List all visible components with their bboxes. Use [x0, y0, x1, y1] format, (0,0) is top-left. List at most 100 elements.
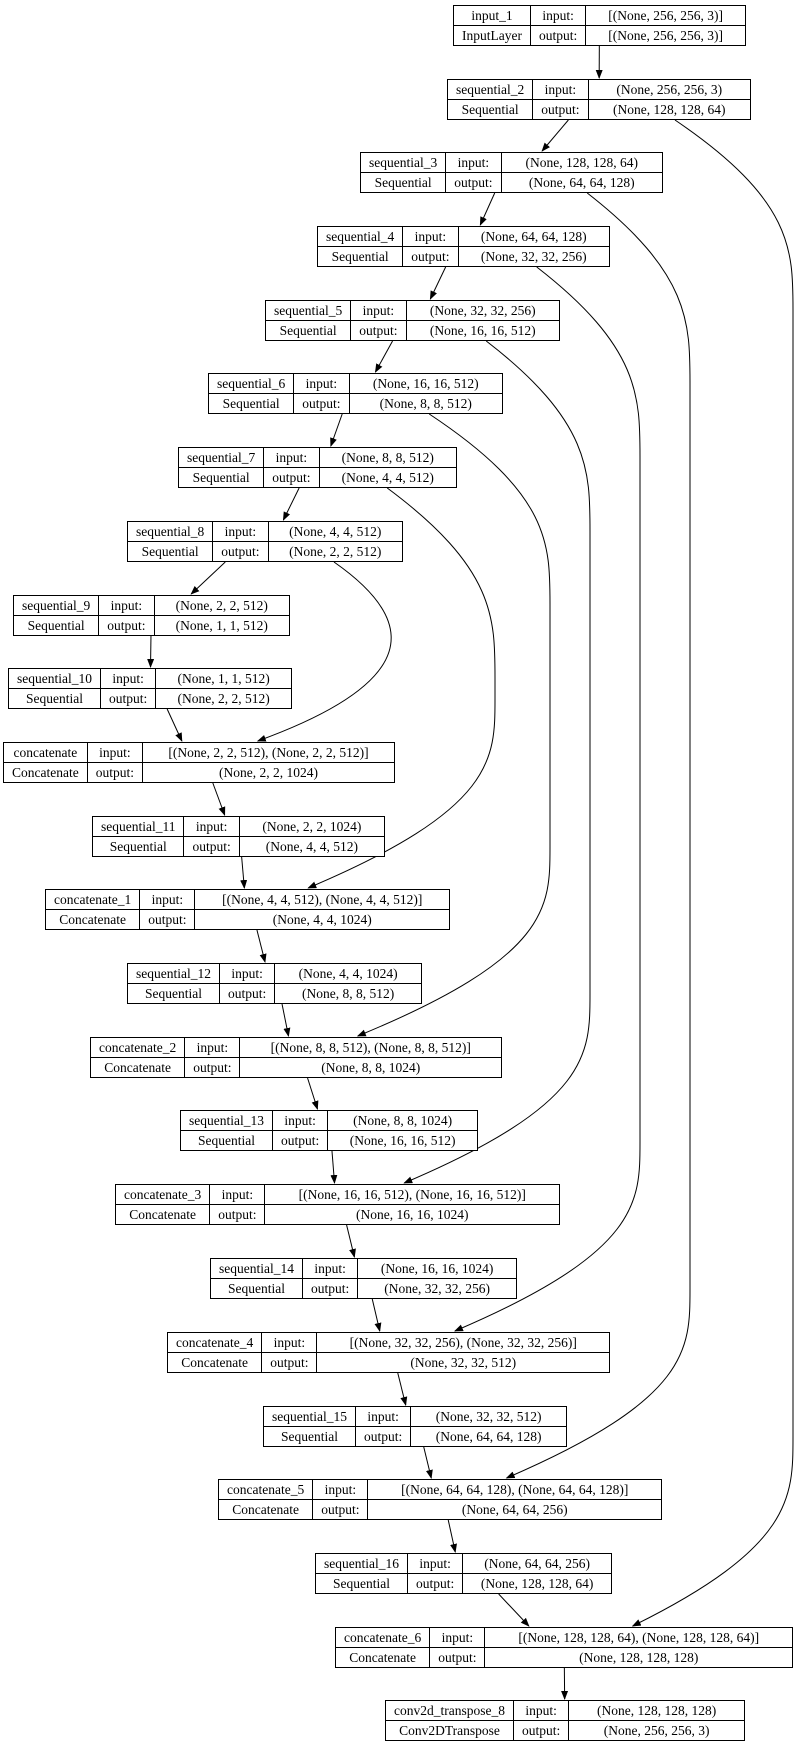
main-flow-edge-concatenate_4-to-sequential_15: [397, 1372, 408, 1406]
layer-type: Sequential: [181, 1130, 273, 1150]
output-shape: (None, 16, 16, 512): [429, 322, 536, 338]
layer-name: sequential_11: [93, 817, 185, 837]
output-shape: (None, 4, 4, 512): [341, 469, 434, 485]
output-label: output:: [403, 246, 459, 266]
output-shape: (None, 2, 2, 512): [177, 690, 270, 706]
output-shape: (None, 128, 128, 128): [579, 1649, 699, 1665]
layer-node-sequential_14: sequential_14 input: (None, 16, 16, 1024…: [210, 1258, 517, 1299]
input-shape: [(None, 64, 64, 128), (None, 64, 64, 128…: [368, 1480, 661, 1500]
output-shape: (None, 64, 64, 128): [435, 1428, 542, 1444]
layer-type: Sequential: [93, 836, 185, 856]
output-label: output:: [210, 1204, 266, 1224]
output-label: output:: [213, 541, 269, 561]
input-label: input:: [530, 6, 587, 26]
input-shape: (None, 64, 64, 256): [463, 1554, 611, 1574]
layer-node-sequential_4: sequential_4 input: (None, 64, 64, 128) …: [317, 226, 610, 267]
layer-type: Sequential: [316, 1573, 408, 1593]
layer-node-sequential_15: sequential_15 input: (None, 32, 32, 512)…: [263, 1406, 567, 1447]
main-flow-edge-sequential_3-to-sequential_4: [479, 192, 496, 226]
output-shape: (None, 2, 2, 512): [289, 543, 382, 559]
output-label: output:: [185, 1057, 241, 1077]
input-shape: (None, 16, 16, 1024): [358, 1259, 516, 1279]
input-label: input:: [185, 1038, 241, 1058]
input-label: input:: [87, 743, 143, 763]
input-label: input:: [513, 1701, 570, 1721]
input-shape: [(None, 2, 2, 512), (None, 2, 2, 512)]: [142, 743, 394, 763]
skip-connection-edge-sequential_8-to-concatenate: [256, 561, 392, 742]
input-shape: (None, 32, 32, 512): [411, 1407, 566, 1427]
layer-node-concatenate_5: concatenate_5 input: [(None, 64, 64, 128…: [218, 1479, 662, 1520]
layer-type: Sequential: [318, 246, 404, 266]
main-flow-edge-sequential_13-to-concatenate_3: [330, 1150, 338, 1184]
output-shape: (None, 4, 4, 512): [265, 838, 358, 854]
layer-name: sequential_8: [128, 522, 214, 542]
layer-type: Sequential: [264, 1426, 356, 1446]
output-label: output:: [101, 688, 157, 708]
skip-connection-edge-sequential_7-to-concatenate_1: [307, 487, 496, 889]
input-label: input:: [272, 1111, 329, 1131]
main-flow-edge-concatenate_2-to-sequential_13: [307, 1077, 319, 1110]
input-label: input:: [264, 448, 320, 468]
layer-node-concatenate_4: concatenate_4 input: [(None, 32, 32, 256…: [167, 1332, 610, 1373]
skip-connection-edge-sequential_2-to-concatenate_6: [631, 119, 794, 1627]
input-label: input:: [446, 153, 502, 173]
output-label: output:: [313, 1499, 369, 1519]
output-label: output:: [514, 1720, 570, 1740]
input-label: input:: [100, 669, 157, 689]
layer-type: Concatenate: [91, 1057, 186, 1077]
input-label: input:: [140, 890, 196, 910]
layer-node-sequential_3: sequential_3 input: (None, 128, 128, 64)…: [360, 152, 663, 193]
output-shape: (None, 16, 16, 1024): [355, 1206, 469, 1222]
layer-type: Conv2DTranspose: [386, 1720, 514, 1740]
output-label: output:: [408, 1573, 464, 1593]
input-shape: (None, 4, 4, 512): [268, 522, 402, 542]
input-shape: (None, 256, 256, 3): [588, 80, 750, 100]
layer-node-sequential_7: sequential_7 input: (None, 8, 8, 512) Se…: [178, 447, 457, 488]
input-shape: [(None, 8, 8, 512), (None, 8, 8, 512)]: [240, 1038, 501, 1058]
output-label: output:: [446, 172, 502, 192]
input-shape: (None, 32, 32, 256): [406, 301, 559, 321]
layer-type: Concatenate: [46, 909, 141, 929]
layer-name: concatenate_1: [46, 890, 141, 910]
layer-node-sequential_9: sequential_9 input: (None, 2, 2, 512) Se…: [13, 595, 290, 636]
input-shape: (None, 64, 64, 128): [458, 227, 609, 247]
layer-type: Concatenate: [4, 762, 88, 782]
layer-name: concatenate_3: [116, 1185, 211, 1205]
layer-node-sequential_13: sequential_13 input: (None, 8, 8, 1024) …: [180, 1110, 478, 1151]
layer-name: sequential_6: [209, 374, 295, 394]
main-flow-edge-sequential_6-to-sequential_7: [330, 413, 343, 447]
output-label: output:: [533, 99, 589, 119]
layer-type: Sequential: [128, 983, 220, 1003]
layer-name: sequential_4: [318, 227, 404, 247]
input-shape: [(None, 16, 16, 512), (None, 16, 16, 512…: [265, 1185, 559, 1205]
layer-node-sequential_16: sequential_16 input: (None, 64, 64, 256)…: [315, 1553, 612, 1594]
layer-type: Sequential: [211, 1278, 303, 1298]
layer-name: concatenate: [4, 743, 88, 763]
output-shape: (None, 128, 128, 64): [613, 101, 726, 117]
output-label: output:: [264, 467, 320, 487]
layer-node-sequential_8: sequential_8 input: (None, 4, 4, 512) Se…: [127, 521, 403, 562]
layer-type: Concatenate: [219, 1499, 314, 1519]
output-label: output:: [88, 762, 143, 782]
input-shape: (None, 16, 16, 512): [349, 374, 502, 394]
layer-type: Concatenate: [168, 1352, 263, 1372]
input-label: input:: [184, 817, 240, 837]
output-shape: (None, 2, 2, 1024): [219, 764, 318, 780]
output-shape: (None, 8, 8, 512): [302, 985, 395, 1001]
layer-name: sequential_12: [128, 964, 220, 984]
output-label: output:: [294, 393, 350, 413]
output-label: output:: [356, 1426, 412, 1446]
input-shape: (None, 4, 4, 1024): [275, 964, 421, 984]
layer-node-sequential_12: sequential_12 input: (None, 4, 4, 1024) …: [127, 963, 422, 1004]
output-shape: (None, 32, 32, 512): [410, 1354, 517, 1370]
layer-type: Sequential: [128, 541, 214, 561]
layer-type: Sequential: [179, 467, 265, 487]
main-flow-edge-concatenate_5-to-sequential_16: [447, 1519, 457, 1553]
input-shape: (None, 128, 128, 128): [569, 1701, 744, 1721]
layer-type: Sequential: [266, 320, 352, 340]
layer-node-sequential_6: sequential_6 input: (None, 16, 16, 512) …: [208, 373, 503, 414]
input-label: input:: [351, 301, 407, 321]
input-label: input:: [213, 522, 269, 542]
input-shape: (None, 8, 8, 1024): [328, 1111, 477, 1131]
input-label: input:: [99, 596, 155, 616]
